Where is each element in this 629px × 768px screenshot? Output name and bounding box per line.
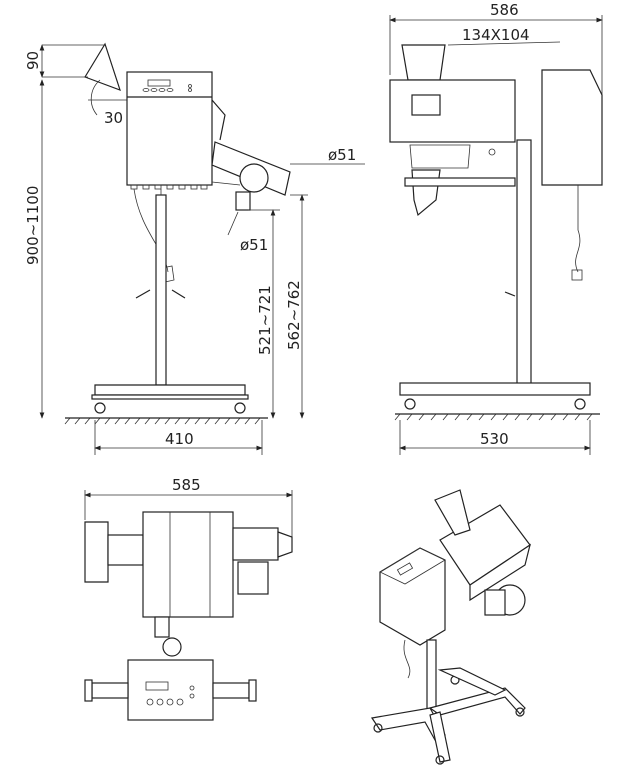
support-column — [155, 194, 167, 386]
top-overall-length-label: 585 — [172, 476, 201, 494]
front-view: 586 134X104 530 — [389, 1, 603, 455]
side-view: 90 900~1100 30 ø51 ø51 — [24, 42, 365, 455]
outlet-height-high-label: 562~762 — [285, 280, 303, 350]
inlet-diameter-label: ø51 — [240, 236, 268, 254]
hopper-angle-label: 30 — [104, 109, 123, 127]
outlet-diameter-label: ø51 — [328, 146, 356, 164]
side-base-width-label: 410 — [165, 430, 194, 448]
hopper-opening-label: 134X104 — [462, 26, 530, 44]
front-overall-width-label: 586 — [490, 1, 519, 19]
hopper-height-label: 90 — [24, 51, 42, 70]
front-base-width-label: 530 — [480, 430, 509, 448]
isometric-view — [370, 489, 531, 765]
control-cabinet — [126, 71, 213, 186]
total-height-label: 900~1100 — [24, 186, 42, 265]
top-view: 585 — [84, 476, 293, 721]
outlet-height-low-label: 521~721 — [256, 285, 274, 355]
